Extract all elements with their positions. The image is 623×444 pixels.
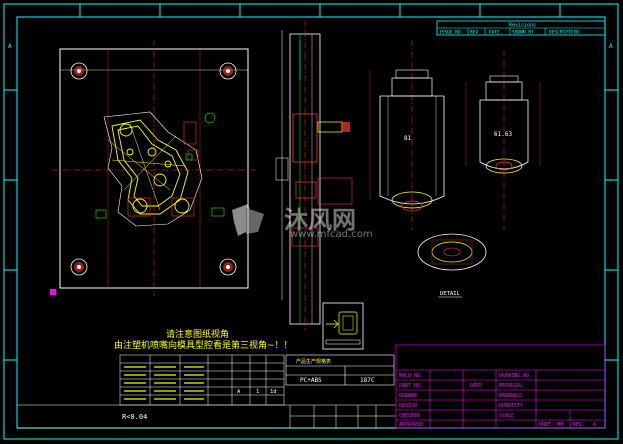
tb-label-quantity: QUANTITY (499, 403, 523, 409)
bottom-strip (17, 404, 396, 429)
mold-plate-top-view (50, 40, 256, 296)
revisions-title: Revisions (509, 23, 536, 29)
dim-61-63: 61.63 (494, 131, 512, 138)
rev-header-desc: DESCRIPTION (549, 30, 579, 36)
color-value: 187C (360, 377, 375, 384)
cavity-b: 1 (256, 389, 259, 395)
border-letter-right: A (609, 43, 613, 50)
tb-label-hardness: HARDNESS (499, 393, 523, 399)
dim-height-81: 81 (404, 135, 412, 142)
revisions-table: Revisions ISSUE NO. REV DATE SHOWN BY DE… (436, 20, 606, 36)
rev-header-issue: ISSUE NO. (439, 30, 463, 36)
tb-label-checked: CHECKED (399, 413, 420, 419)
side-section-view (275, 20, 353, 330)
rev-header-rev: REV (470, 30, 478, 36)
tb-label-unit: UNIT: MM (539, 422, 563, 428)
border-letter-left: A (8, 43, 12, 50)
note-line-2: 由注塑机喷嘴向模具型腔看是第三视角~！！ (114, 341, 293, 351)
inserts-red (127, 121, 199, 217)
border-ticks (4, 4, 618, 361)
note-line-1: 请注意图纸视角 (166, 330, 230, 340)
tb-label-drawing-no: DRAWING NO. (499, 373, 532, 379)
part-front-view: 81 (369, 40, 445, 230)
guide-pin-tl (70, 62, 88, 80)
watermark-brand: 沐风网 (284, 206, 356, 234)
cavity-table (119, 354, 285, 406)
part-detail-lines (107, 123, 187, 211)
cavity-c: 1d (270, 389, 277, 395)
tb-label-design: DESIGN (399, 403, 417, 409)
projection-symbol (322, 302, 364, 350)
tb-label-drawer: DRAWER (399, 393, 418, 399)
detail-label: DETAIL (440, 291, 461, 297)
rev-header-date: DATE (489, 30, 500, 36)
rev-header-shown: SHOWN BY (512, 30, 534, 36)
watermark-url: www.mfcad.com (290, 229, 373, 240)
tb-label-date: DATE (470, 383, 482, 389)
tb-label-mold-no: MOLD NO. (399, 373, 423, 379)
material-box-header: 产品生产规格表 (296, 358, 331, 365)
watermark-logo-mark (232, 204, 264, 236)
part-side-view: 61.63 (465, 50, 541, 230)
tb-label-material: MATERIAL (499, 383, 523, 389)
tb-label-rev: REV. (573, 422, 585, 428)
detail-view: DETAIL (417, 233, 487, 298)
ejector-marks (95, 112, 225, 219)
guide-pin-tr (219, 62, 237, 80)
origin-marker (50, 289, 56, 295)
roughness-label: R<0.04 (122, 413, 147, 421)
tb-label-part-no: PART NO. (399, 383, 423, 389)
title-block (395, 344, 606, 429)
cavity-table-fill (124, 366, 204, 400)
guide-pin-bl (70, 258, 88, 276)
tb-label-approved: APPROVED (399, 422, 423, 428)
part-outline (111, 119, 190, 215)
outer-border (3, 3, 619, 440)
material-value: PC+ABS (300, 377, 322, 384)
tb-label-scale: SCALE (499, 413, 514, 419)
tb-rev-value: A (593, 422, 596, 428)
material-spec-box (285, 354, 395, 386)
cavity-a: A (237, 389, 241, 395)
guide-pin-br (219, 258, 237, 276)
